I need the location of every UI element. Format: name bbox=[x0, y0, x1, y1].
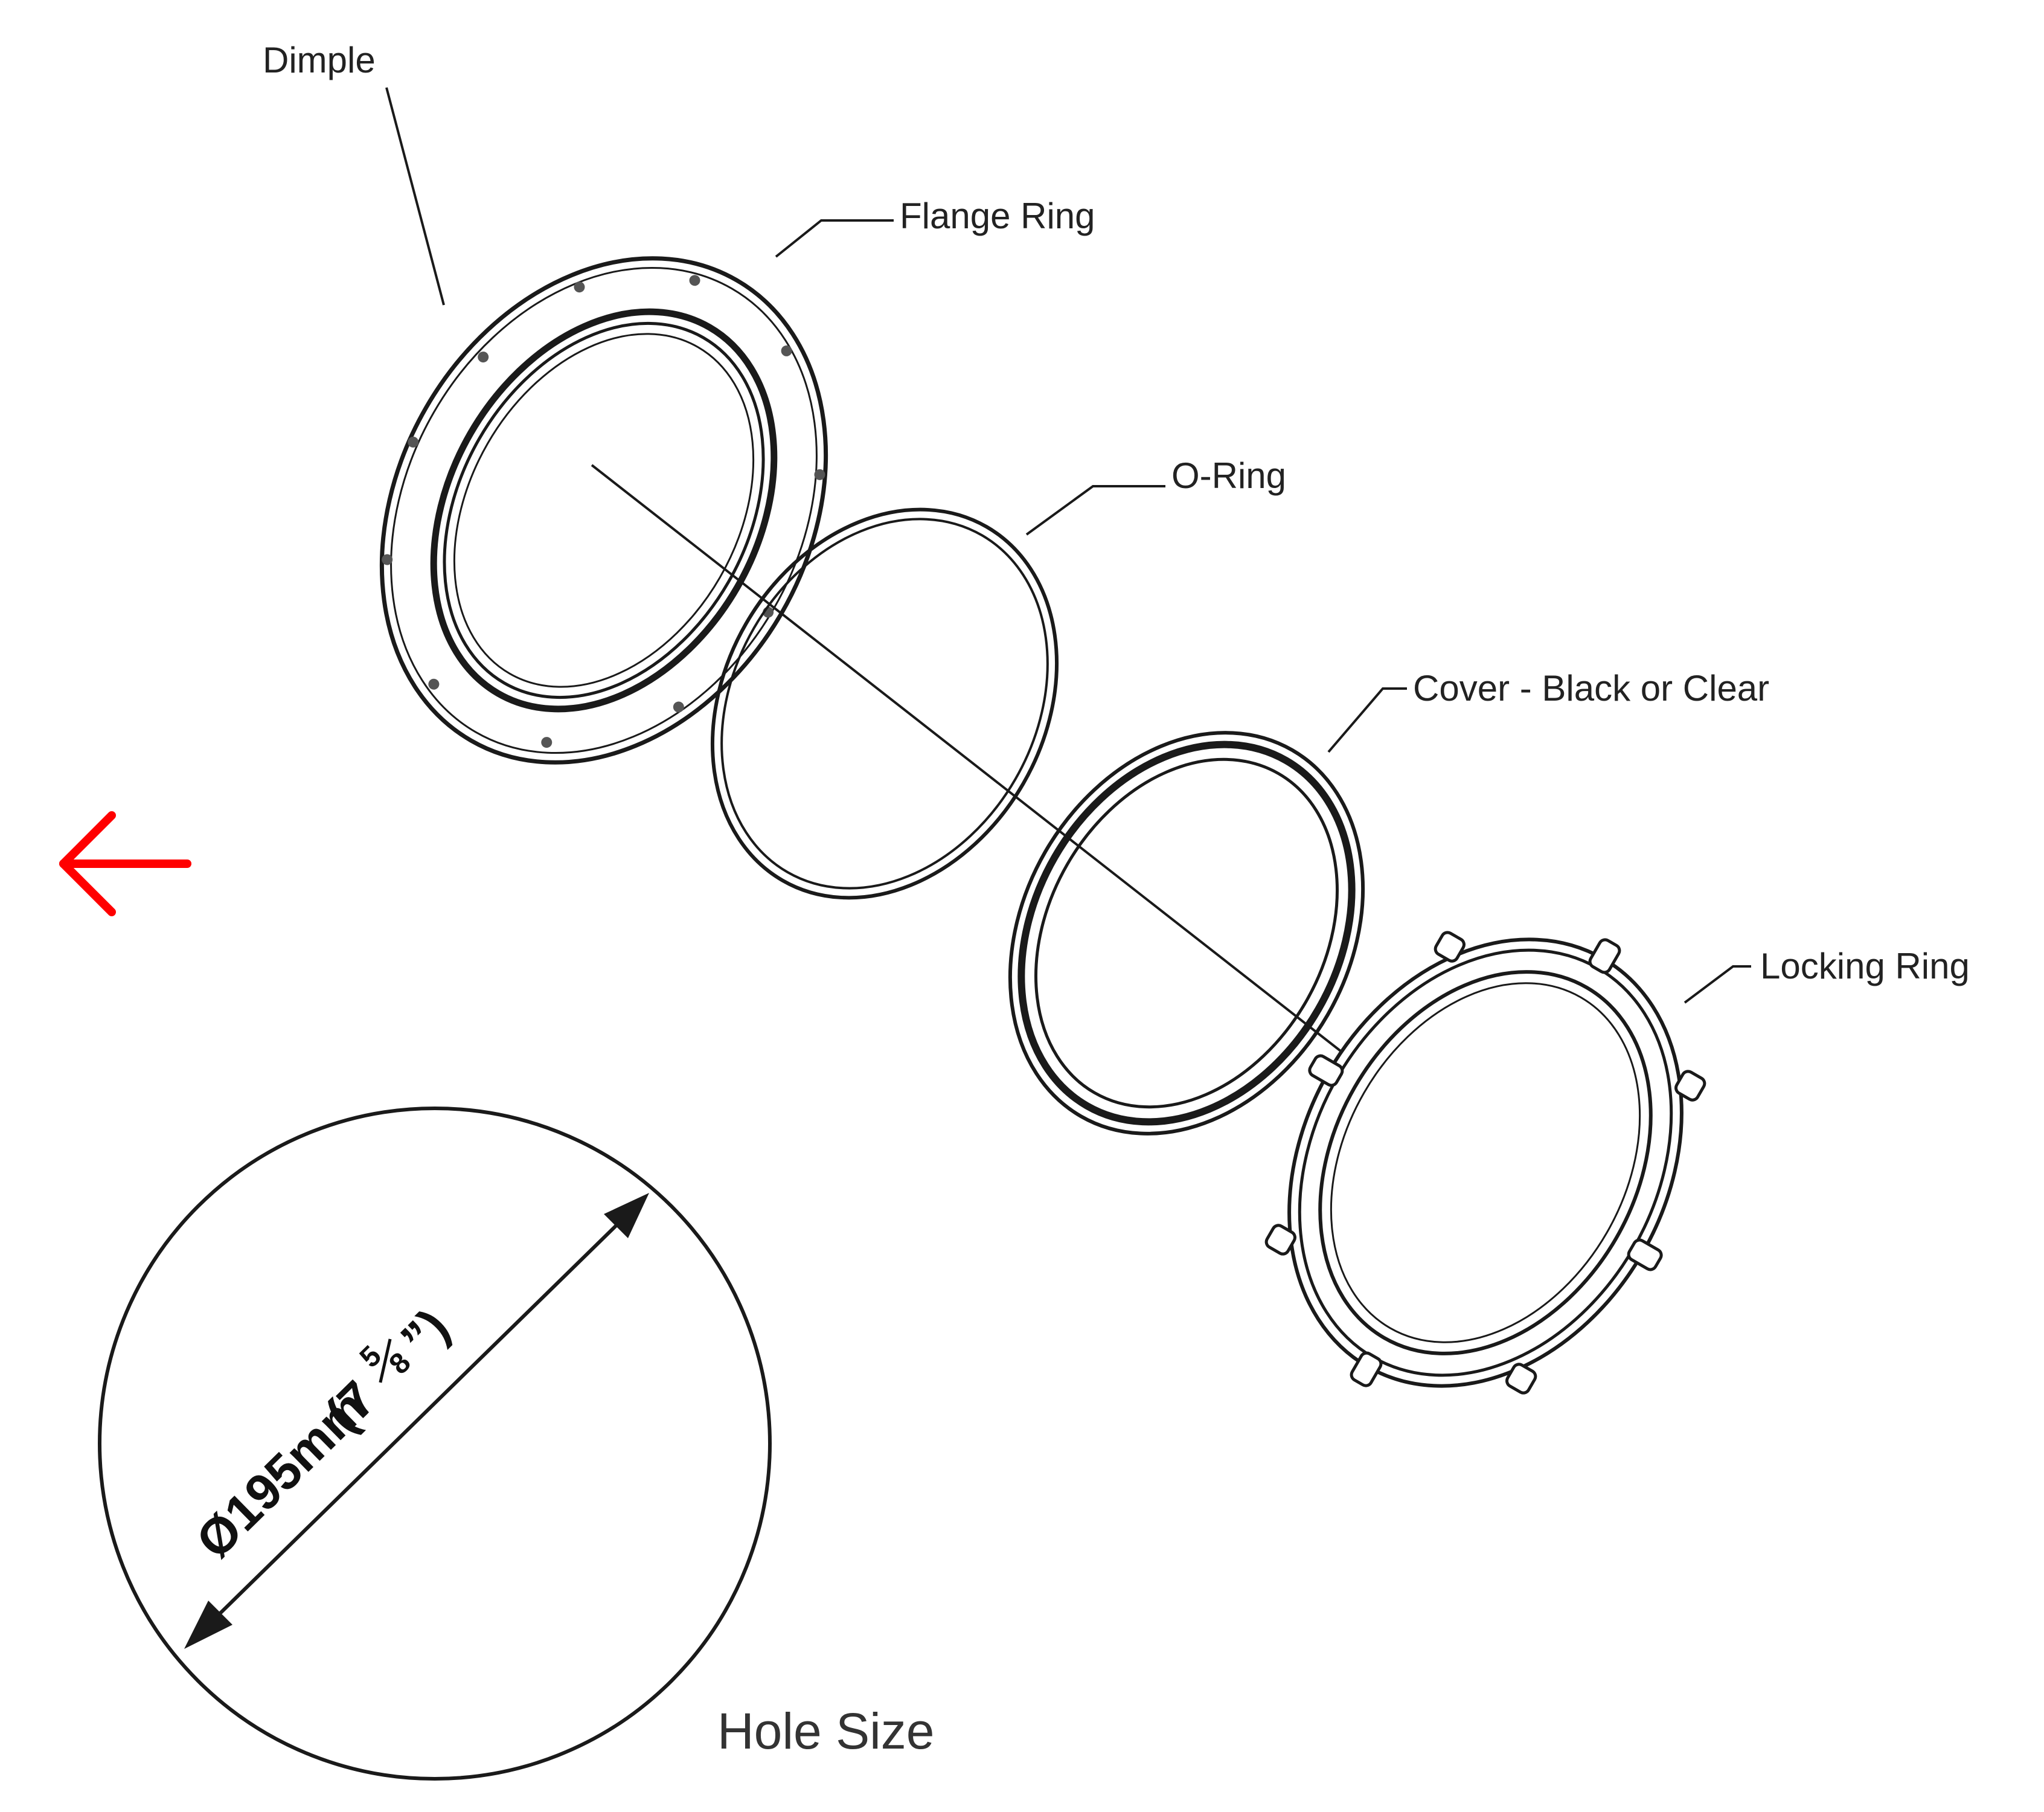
arrowhead-top bbox=[604, 1193, 649, 1238]
left-arrow-icon[interactable] bbox=[59, 811, 191, 916]
arrowhead-bottom bbox=[184, 1601, 232, 1649]
locking-ring-label: Locking Ring bbox=[1760, 946, 1970, 986]
cover-leader bbox=[1327, 687, 1407, 753]
o-ring bbox=[710, 507, 1059, 900]
locking-ring-leader bbox=[1684, 965, 1751, 1004]
flange-ring-label: Flange Ring bbox=[900, 196, 1095, 236]
locking-ring-lugs bbox=[1264, 931, 1706, 1395]
leader-lines bbox=[385, 87, 1751, 1004]
cover bbox=[1008, 731, 1365, 1136]
hole-size-circle bbox=[98, 1107, 772, 1781]
dimple-leader bbox=[385, 87, 445, 306]
flange-ring bbox=[379, 256, 828, 765]
dimple-label: Dimple bbox=[263, 40, 376, 80]
assembly-axis-line bbox=[591, 464, 1342, 1052]
dimple-dots bbox=[382, 275, 825, 748]
diameter-arrow bbox=[184, 1193, 649, 1649]
fraction-bar bbox=[379, 1338, 392, 1383]
o-ring-leader bbox=[1025, 485, 1165, 536]
dimension-text: Ø195mm (7 5 8 ”) bbox=[185, 1298, 460, 1569]
flange-ring-leader bbox=[775, 219, 894, 258]
o-ring-label: O-Ring bbox=[1171, 455, 1286, 496]
hole-size-label: Hole Size bbox=[717, 1703, 935, 1759]
locking-ring bbox=[1264, 931, 1706, 1395]
cover-label: Cover - Black or Clear bbox=[1413, 668, 1769, 708]
